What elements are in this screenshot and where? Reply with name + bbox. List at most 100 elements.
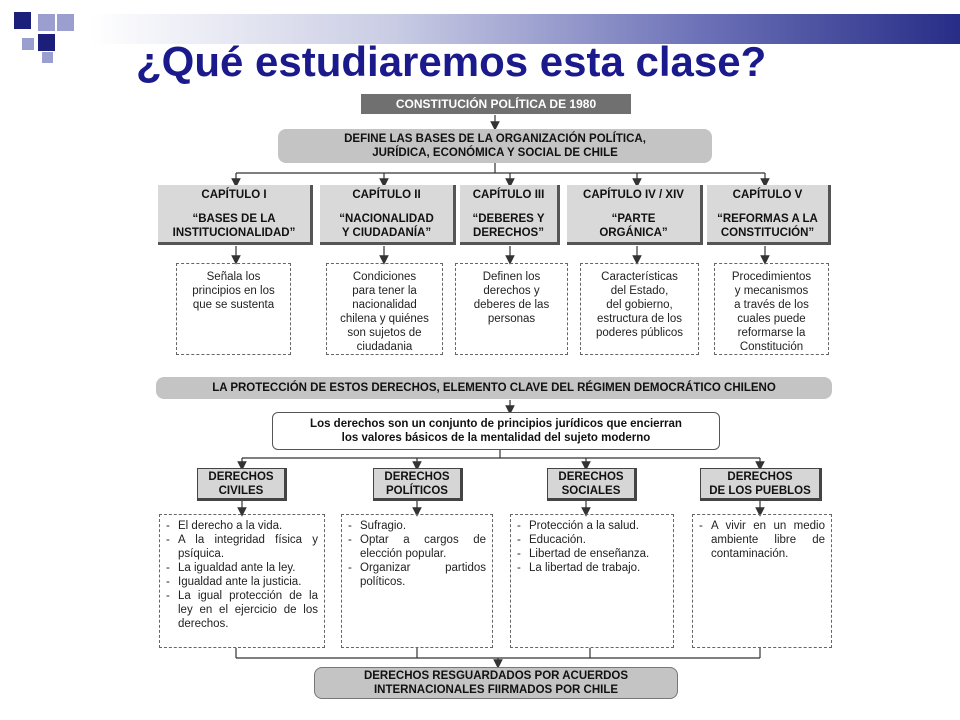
protection-banner: LA PROTECCIÓN DE ESTOS DERECHOS, ELEMENT… [156,377,832,399]
chapter-note: Señala los principios en los que se sust… [176,263,291,355]
chapter-subtitle: “NACIONALIDAD [339,212,434,225]
chapter-note: Características del Estado, del gobierno… [580,263,699,355]
chapter-subtitle: Y CIUDADANÍA” [341,226,432,239]
note-line: personas [487,313,536,325]
list-item: La igualdad ante la ley. [166,561,318,575]
chapter-title: CAPÍTULO I [201,188,267,201]
list-item: Educación. [517,533,667,547]
rights-category-label: POLÍTICOS [386,484,448,497]
chapter-subtitle: ORGÁNICA” [599,226,668,239]
chapter-title: CAPÍTULO II [352,188,421,201]
note-line: y mecanismos [734,285,809,297]
decor-square [38,34,55,51]
decor-square [38,14,55,31]
note-line: a través de los [734,299,809,311]
footer-box: DERECHOS RESGUARDADOS POR ACUERDOS INTER… [314,667,678,699]
decor-square [22,38,34,50]
rights-definition-line: Los derechos son un conjunto de principi… [310,418,682,430]
decor-square [14,12,31,29]
rights-category-box: DERECHOS POLÍTICOS [373,468,463,501]
footer-line: INTERNACIONALES FIIRMADOS POR CHILE [373,684,619,696]
note-line: Características [601,271,678,283]
list-item: Libertad de enseñanza. [517,547,667,561]
rights-definition-line: los valores básicos de la mentalidad del… [341,432,651,444]
note-line: poderes públicos [596,327,683,339]
rights-list-box: A vivir en un medio ambiente libre de co… [692,514,832,648]
rights-list-box: Protección a la salud. Educación. Libert… [510,514,674,648]
note-line: Constitución [739,341,804,353]
note-line: para tener la [352,285,417,297]
chapter-subtitle: “BASES DE LA [192,212,276,225]
rights-category-label: DERECHOS [727,470,793,483]
rights-category-box: DERECHOS DE LOS PUEBLOS [700,468,822,501]
defines-line: JURÍDICA, ECONÓMICA Y SOCIAL DE CHILE [372,147,618,159]
rights-category-label: DE LOS PUEBLOS [709,484,811,497]
list-item: El derecho a la vida. [166,519,318,533]
note-line: nacionalidad [352,299,417,311]
note-line: chilena y quiénes [340,313,429,325]
rights-category-label: DERECHOS [558,470,624,483]
chapter-subtitle: “PARTE [611,212,656,225]
constitution-box: CONSTITUCIÓN POLÍTICA DE 1980 [361,94,631,114]
chapter-box: CAPÍTULO IV / XIV “PARTE ORGÁNICA” [567,185,703,245]
note-line: que se sustenta [192,299,275,311]
rights-category-box: DERECHOS CIVILES [197,468,287,501]
rights-definition-box: Los derechos son un conjunto de principi… [272,412,720,450]
chapter-subtitle: INSTITUCIONALIDAD” [172,226,296,239]
chapter-box: CAPÍTULO II “NACIONALIDAD Y CIUDADANÍA” [320,185,456,245]
chapter-title: CAPÍTULO III [472,188,545,201]
note-line: ciudadania [356,341,413,353]
list-item: Organizar partidos políticos. [348,561,486,589]
list-item: A la integridad física y psíquica. [166,533,318,561]
decor-square [42,52,53,63]
protection-label: LA PROTECCIÓN DE ESTOS DERECHOS, ELEMENT… [212,382,776,394]
list-item: Sufragio. [348,519,486,533]
note-line: cuales puede [737,313,806,325]
slide-title: ¿Qué estudiaremos esta clase? [136,38,767,85]
chapter-subtitle: CONSTITUCIÓN” [720,226,815,239]
chapter-box: CAPÍTULO III “DEBERES Y DERECHOS” [460,185,560,245]
rights-list-box: Sufragio. Optar a cargos de elección pop… [341,514,493,648]
list-item: Igualdad ante la justicia. [166,575,318,589]
chapter-title: CAPÍTULO V [732,188,803,201]
decor-square [57,14,74,31]
chapter-subtitle: DERECHOS” [473,226,544,239]
defines-box: DEFINE LAS BASES DE LA ORGANIZACIÓN POLÍ… [278,129,712,163]
note-line: Señala los [206,271,261,283]
note-line: reformarse la [737,327,806,339]
rights-category-label: DERECHOS [208,470,274,483]
list-item: Optar a cargos de elección popular. [348,533,486,561]
rights-category-label: DERECHOS [384,470,450,483]
note-line: principios en los [192,285,275,297]
list-item: A vivir en un medio ambiente libre de co… [699,519,825,561]
chapter-box: CAPÍTULO I “BASES DE LA INSTITUCIONALIDA… [158,185,313,245]
note-line: deberes de las [473,299,550,311]
note-line: son sujetos de [347,327,422,339]
rights-list-box: El derecho a la vida. A la integridad fí… [159,514,325,648]
footer-line: DERECHOS RESGUARDADOS POR ACUERDOS [363,670,629,682]
title-gradient-bar [90,14,960,44]
rights-category-label: CIVILES [218,484,264,497]
note-line: del Estado, [610,285,669,297]
note-line: Definen los [482,271,541,283]
list-item: La igual protección de la ley en el ejer… [166,589,318,631]
note-line: Procedimientos [731,271,812,283]
chapter-box: CAPÍTULO V “REFORMAS A LA CONSTITUCIÓN” [707,185,831,245]
list-item: Protección a la salud. [517,519,667,533]
chapter-note: Procedimientos y mecanismos a través de … [714,263,829,355]
defines-line: DEFINE LAS BASES DE LA ORGANIZACIÓN POLÍ… [344,133,646,145]
chapter-title: CAPÍTULO IV / XIV [583,188,684,201]
chapter-subtitle: “REFORMAS A LA [717,212,818,225]
rights-category-label: SOCIALES [561,484,621,497]
chapter-note: Definen los derechos y deberes de las pe… [455,263,568,355]
note-line: del gobierno, [606,299,673,311]
note-line: estructura de los [596,313,682,325]
constitution-label: CONSTITUCIÓN POLÍTICA DE 1980 [395,97,597,111]
chapter-subtitle: “DEBERES Y [472,212,545,225]
list-item: La libertad de trabajo. [517,561,667,575]
note-line: Condiciones [352,271,417,283]
chapter-note: Condiciones para tener la nacionalidad c… [326,263,443,355]
rights-category-box: DERECHOS SOCIALES [547,468,637,501]
note-line: derechos y [483,285,540,297]
